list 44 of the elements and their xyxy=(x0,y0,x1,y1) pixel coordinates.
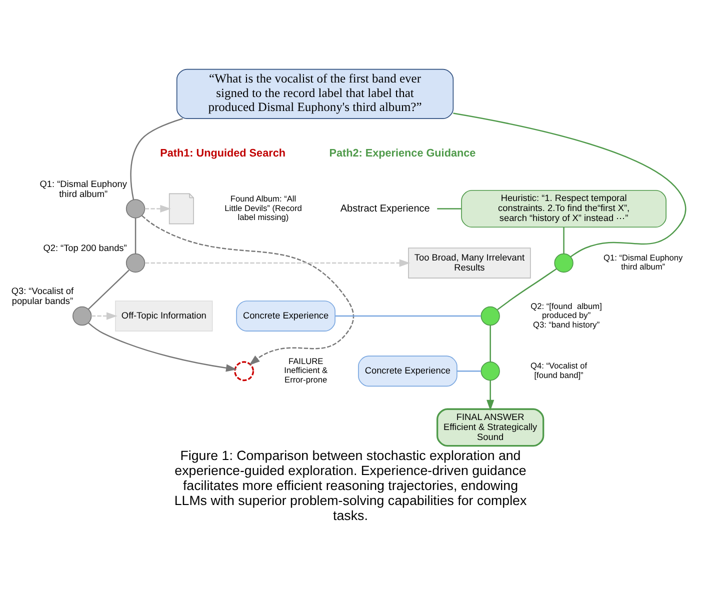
connector xyxy=(490,325,491,362)
arrow xyxy=(91,312,118,320)
connector xyxy=(437,208,462,210)
caption: Figure 1: Comparison between stochastic exploration and experience-guided exploration. Experience-driven guidance facilitates more efficient reasoning trajectories, endowing LLMs with superior problem-solving capabilities for complex tasks. xyxy=(174,448,527,523)
node-label: Q4: “Vocalist of [found band]” xyxy=(530,360,588,380)
node-label: Q2: “[found album] produced by” xyxy=(530,300,602,320)
connector xyxy=(88,270,130,310)
connector xyxy=(457,370,481,372)
node-circle xyxy=(480,306,500,326)
node-label: FAILURE xyxy=(288,356,324,366)
node-label: Q1: “Dismal Euphony third album” xyxy=(604,252,683,272)
node-box: Concrete Experience xyxy=(236,300,336,332)
connector xyxy=(335,315,481,317)
connector xyxy=(453,112,686,258)
node-label: Q3: “Vocalist of popular bands” xyxy=(11,286,74,306)
node-label: Q1: “Dismal Euphony third album” xyxy=(40,178,127,199)
node-circle xyxy=(234,361,254,382)
arrow xyxy=(486,380,494,411)
node-label: Inefficient & Error-prone xyxy=(284,365,328,384)
node-box: Too Broad, Many Irrelevant Results xyxy=(408,248,531,278)
node-circle xyxy=(126,199,146,218)
label: Path1: Unguided Search xyxy=(160,147,286,160)
node-circle xyxy=(554,253,574,273)
connector xyxy=(134,218,136,254)
arrow xyxy=(88,322,237,372)
node-box: Off-Topic Information xyxy=(115,300,213,332)
node-circle xyxy=(480,362,500,381)
node-label: Found Album: “All Little Devils” (Record label missing) xyxy=(224,194,302,222)
node-circle xyxy=(126,253,146,273)
node-box: “What is the vocalist of the first band ever signed to the record label that label that produced Dismal Euphony's third album?” xyxy=(176,68,454,120)
label: Path2: Experience Guidance xyxy=(329,147,476,160)
node-circle xyxy=(72,306,92,326)
connector xyxy=(130,118,183,200)
node-box: Heuristic: “1. Respect temporal constraints. 2.To find the“first X”, search “history of X” instead ⋯” xyxy=(461,190,666,228)
arrow xyxy=(145,259,410,267)
node-label: Q3: “band history” xyxy=(532,319,600,330)
node-box: Concrete Experience xyxy=(358,356,458,387)
connector xyxy=(563,227,564,254)
connector xyxy=(497,268,557,310)
node-label: Q2: “Top 200 bands” xyxy=(43,243,127,254)
node-text: Abstract Experience xyxy=(340,203,430,214)
node-box: FINAL ANSWER Efficient & Strategically Sound xyxy=(436,408,544,447)
arrow xyxy=(144,204,172,213)
arrow xyxy=(142,215,354,366)
